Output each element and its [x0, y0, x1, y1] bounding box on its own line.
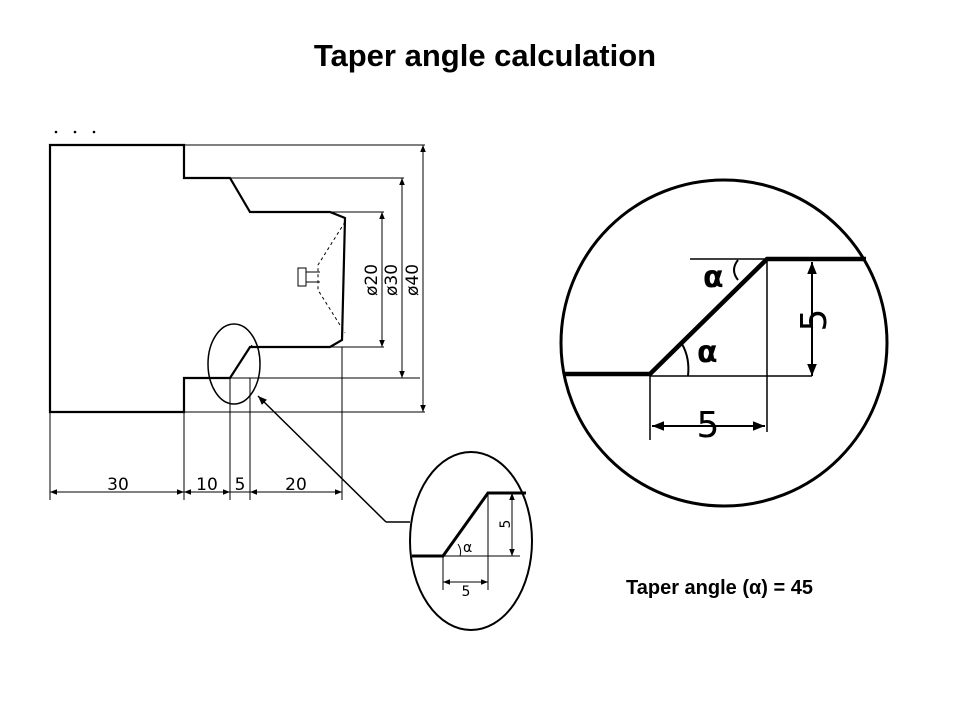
- leader-arrow: [257, 395, 387, 523]
- detail-large-run-label: 5: [697, 405, 720, 446]
- detail-small-circle: [409, 451, 533, 631]
- detail-small-run-label: 5: [462, 584, 471, 600]
- taper-angle-result: Taper angle (α) = 45: [626, 577, 813, 599]
- part-outline: [48, 143, 347, 414]
- detail-large-angle-label: α: [697, 335, 718, 370]
- slide-title: Taper angle calculation: [313, 38, 657, 73]
- detail-large-rise-label: 5: [794, 309, 835, 332]
- part-drawing: [48, 130, 426, 523]
- dim-label-20: 20: [285, 475, 307, 495]
- detail-large: [559, 178, 889, 508]
- dim-label-10: 10: [196, 475, 218, 495]
- dim-label-5: 5: [235, 475, 246, 495]
- detail-callout-circle: [207, 323, 261, 405]
- dim-label-dia30: ø30: [382, 264, 402, 296]
- drill-hole: [317, 221, 346, 334]
- detail-small-rise-label: 5: [498, 520, 514, 529]
- dim-label-30: 30: [107, 475, 129, 495]
- dim-label-dia20: ø20: [362, 264, 382, 296]
- detail-small-angle-label: α: [463, 540, 472, 556]
- detail-large-angle-top-label: α: [703, 260, 724, 295]
- detail-small-profile: [412, 491, 526, 558]
- dim-label-dia40: ø40: [403, 264, 423, 296]
- detail-large-circle: [559, 178, 889, 508]
- detail-large-profile: [563, 256, 866, 377]
- detail-small: [409, 451, 533, 631]
